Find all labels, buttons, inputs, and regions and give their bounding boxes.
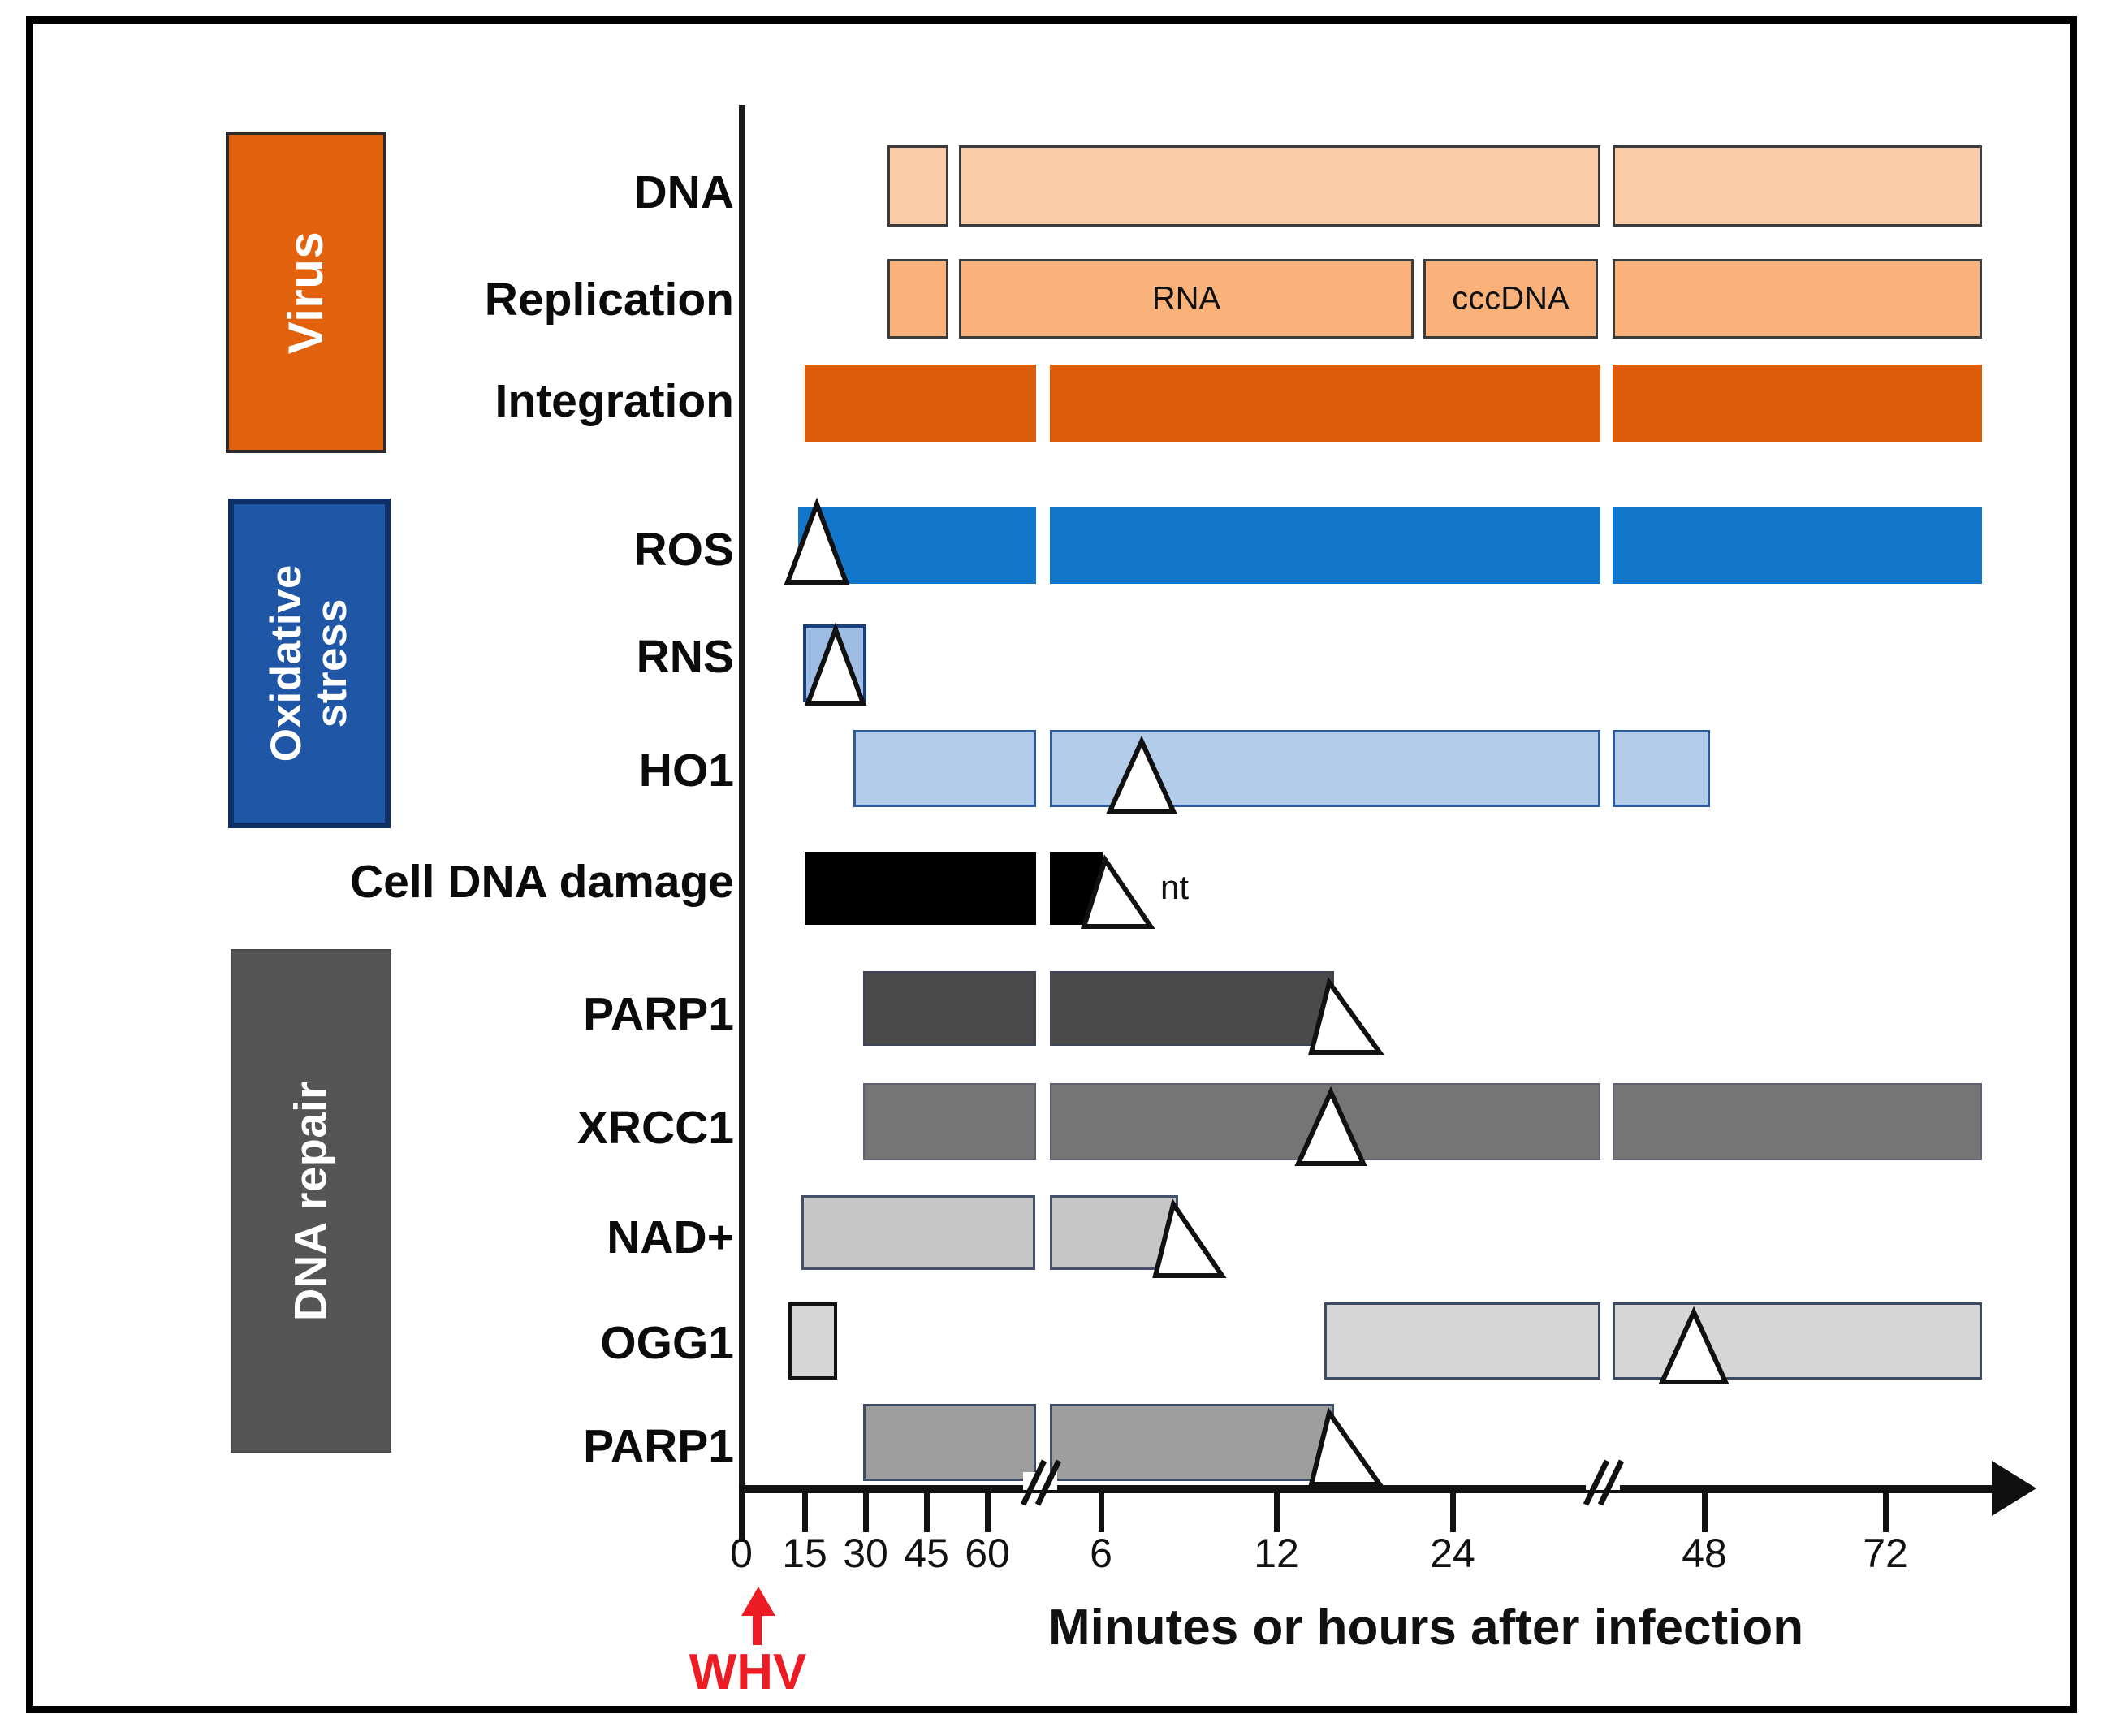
row-label-xrcc1: XRCC1 [576,1102,734,1154]
marker-triangle-cell-dna-damage [1080,854,1155,929]
bar-xrcc1-seg1 [863,1083,1036,1160]
bar-parp1-top-seg1 [863,971,1036,1046]
bar-ros-seg3 [1613,507,1982,584]
bar-integration-seg2 [1050,365,1600,442]
tick-0 [739,1493,745,1542]
bar-integration-seg3 [1613,365,1982,442]
x-axis-line [739,1485,1997,1493]
tick-15 [802,1493,808,1532]
group-box-dna-repair: DNA repair [231,949,391,1453]
bar-replication-seg4 [1613,259,1982,339]
x-axis-title: Minutes or hours after infection [1048,1600,1804,1656]
bar-parp1-bottom-seg2 [1050,1404,1334,1481]
marker-triangle-ho1 [1106,735,1177,814]
timeline-plot: RNA cccDNA [33,24,2084,1721]
row-label-rns: RNS [636,631,734,683]
axis-break-icon-1 [1020,1459,1062,1506]
bar-parp1-bottom-seg1 [863,1404,1036,1481]
bar-cell-dna-damage-seg1 [805,852,1036,925]
bar-replication-seg1 [887,259,948,339]
bar-dna-seg1 [887,145,948,227]
row-label-ros: ROS [633,524,734,576]
row-label-dna: DNA [633,166,735,218]
tick-48h [1702,1493,1708,1532]
tick-45 [924,1493,930,1532]
tick-label-24h: 24 [1430,1531,1475,1576]
bar-dna-seg2 [959,145,1600,227]
bar-nad-seg2 [1050,1195,1178,1270]
y-axis-line [739,105,745,1493]
bar-replication-seg2-rna: RNA [959,259,1414,339]
bar-dna-seg3 [1613,145,1982,227]
tick-label-0: 0 [730,1531,753,1576]
tick-label-6h: 6 [1090,1531,1112,1576]
row-label-parp1-top: PARP1 [583,988,734,1040]
bar-ros-seg2 [1050,507,1600,584]
marker-triangle-nad [1152,1198,1227,1278]
row-label-replication: Replication [484,274,734,326]
bar-integration-seg1 [805,365,1036,442]
tick-label-60: 60 [965,1531,1010,1576]
marker-triangle-xrcc1 [1294,1086,1367,1166]
marker-triangle-parp1-top [1308,977,1384,1055]
bar-parp1-top-seg2 [1050,971,1334,1046]
row-label-parp1-bottom: PARP1 [583,1420,734,1472]
tick-12h [1274,1493,1280,1532]
bar-replication-seg3-cccdna: cccDNA [1423,259,1598,339]
group-box-virus: Virus [226,132,386,453]
bar-ogg1-seg1 [788,1302,837,1380]
row-label-ho1: HO1 [638,745,734,797]
marker-triangle-parp1-bottom [1308,1406,1384,1487]
tick-60 [985,1493,991,1532]
row-label-nad: NAD+ [607,1211,734,1263]
x-axis-arrow-icon [1992,1461,2036,1516]
tick-72h [1883,1493,1889,1532]
tick-30 [863,1493,869,1532]
bar-ho1-seg3 [1613,730,1710,807]
tick-6h [1099,1493,1104,1532]
row-label-integration: Integration [494,375,735,427]
axis-break-icon-2 [1583,1459,1625,1506]
bar-nad-seg1 [801,1195,1035,1270]
marker-triangle-ogg1 [1658,1306,1729,1384]
marker-triangle-ros [784,497,850,585]
bar-ho1-seg1 [853,730,1036,807]
segment-label-cccdna: cccDNA [1452,280,1570,317]
segment-label-rna: RNA [1151,280,1221,317]
row-label-column: DNA Replication Integration ROS RNS HO1 … [277,24,736,1485]
tick-label-15: 15 [782,1531,827,1576]
row-label-ogg1: OGG1 [600,1317,734,1369]
whv-arrow-stem [753,1611,762,1645]
tick-label-45: 45 [904,1531,949,1576]
tick-24h [1450,1493,1456,1532]
tick-label-30: 30 [843,1531,888,1576]
bar-ogg1-seg2 [1324,1302,1600,1380]
tick-label-12h: 12 [1254,1531,1299,1576]
whv-label: WHV [689,1644,807,1700]
row-label-cell-dna-damage: Cell DNA damage [349,856,734,908]
annotation-nt: nt [1160,868,1190,906]
tick-label-48h: 48 [1682,1531,1727,1576]
tick-label-72h: 72 [1863,1531,1908,1576]
marker-triangle-rns [804,622,867,706]
bar-xrcc1-seg3 [1613,1083,1982,1160]
